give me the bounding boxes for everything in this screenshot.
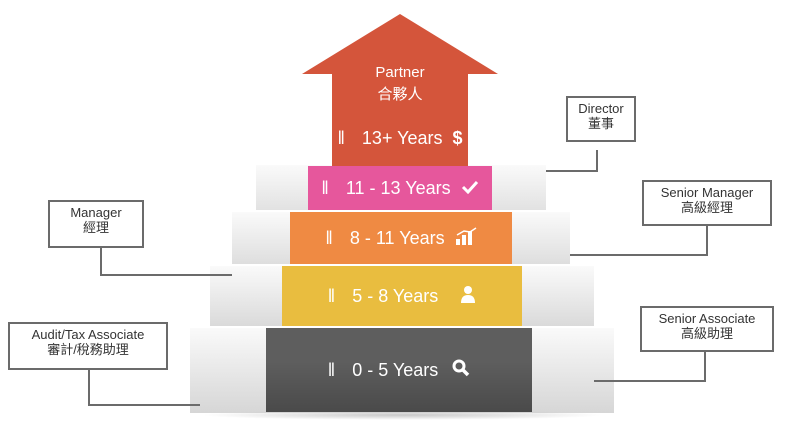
connector-senior-manager: [706, 222, 708, 256]
bar-glyph: ‖: [327, 359, 337, 380]
label-senior-manager-en: Senior Manager: [660, 185, 754, 200]
bar-glyph: ‖: [321, 177, 330, 198]
label-senior-manager-cn: 高級經理: [680, 200, 733, 215]
connector-director: [596, 150, 598, 172]
level-years-13-plus: 13+ Years: [361, 127, 443, 148]
level-band-0-5: ‖ 0 - 5 Years: [266, 328, 532, 412]
connector-manager: [100, 248, 102, 276]
label-manager-en: Manager: [70, 205, 122, 220]
stair-base-shadow: [200, 410, 604, 420]
connector-manager-h: [100, 274, 232, 276]
connector-senior-associate-h: [594, 380, 706, 382]
person-icon: [460, 285, 476, 308]
connector-associate-h: [88, 404, 200, 406]
label-director: Director 董事: [566, 96, 636, 142]
level-band-8-11: ‖ 8 - 11 Years: [290, 212, 512, 264]
bar-glyph: ‖: [327, 285, 337, 306]
bar-chart-icon: [455, 226, 477, 250]
level-band-5-8: ‖ 5 - 8 Years: [282, 266, 522, 326]
label-director-en: Director: [578, 101, 624, 116]
connector-director-h: [546, 170, 598, 172]
level-band-13-plus: ‖ 13+ Years $: [318, 118, 482, 158]
level-years-0-5: 0 - 5 Years: [352, 359, 439, 380]
label-associate-cn: 審計/稅務助理: [47, 342, 129, 357]
checkmark-icon: [461, 178, 479, 199]
level-band-11-13: ‖ 11 - 13 Years: [308, 166, 492, 210]
partner-title-cn: 合夥人: [377, 86, 423, 103]
level-years-5-8: 5 - 8 Years: [352, 285, 439, 306]
label-manager: Manager 經理: [48, 200, 144, 248]
bar-glyph: ‖: [337, 127, 346, 148]
label-associate: Audit/Tax Associate 審計/稅務助理: [8, 322, 168, 370]
label-director-cn: 董事: [587, 116, 614, 131]
label-senior-manager: Senior Manager 高級經理: [642, 180, 772, 226]
level-years-11-13: 11 - 13 Years: [345, 177, 451, 198]
connector-associate: [88, 370, 90, 406]
label-senior-associate-en: Senior Associate: [658, 311, 756, 326]
label-associate-en: Audit/Tax Associate: [31, 327, 145, 342]
connector-senior-associate: [704, 346, 706, 382]
connector-senior-manager-h: [570, 254, 708, 256]
partner-title-en: Partner: [375, 64, 425, 81]
label-senior-associate: Senior Associate 高級助理: [640, 306, 774, 352]
label-senior-associate-cn: 高級助理: [680, 326, 733, 341]
bar-glyph: ‖: [325, 227, 334, 248]
magnifier-icon: [452, 359, 470, 382]
dollar-icon: $: [452, 127, 463, 148]
label-manager-cn: 經理: [82, 220, 109, 235]
level-years-8-11: 8 - 11 Years: [349, 227, 445, 248]
partner-arrow: [302, 14, 498, 167]
